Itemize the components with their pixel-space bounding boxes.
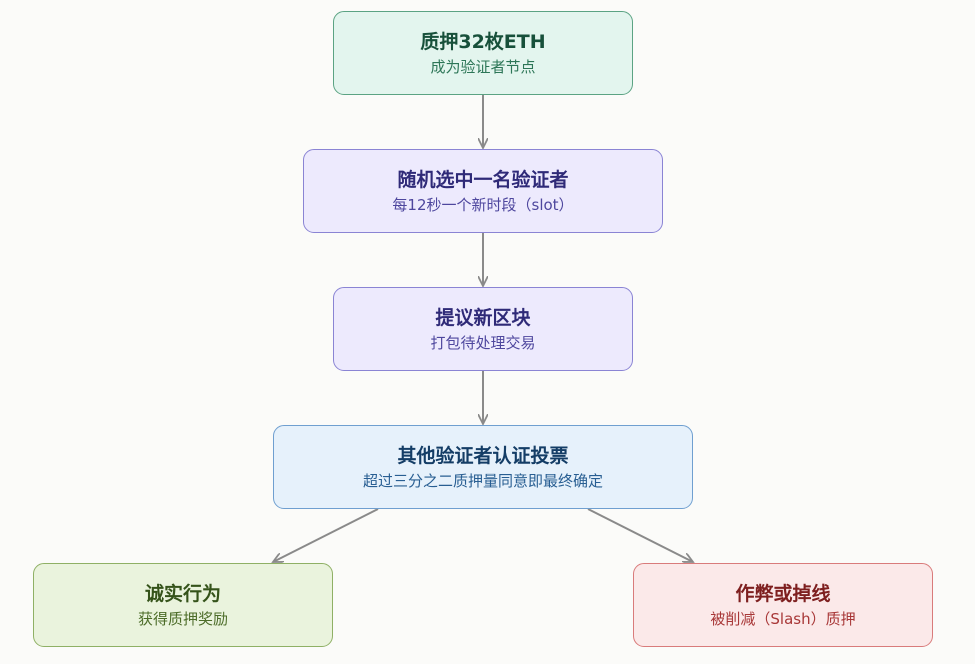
- node-slash-penalty: 作弊或掉线 被削减（Slash）质押: [633, 563, 933, 647]
- node-stake-eth-title: 质押32枚ETH: [420, 30, 546, 53]
- node-attest-vote: 其他验证者认证投票 超过三分之二质押量同意即最终确定: [273, 425, 693, 509]
- node-slash-penalty-title: 作弊或掉线: [735, 582, 831, 605]
- node-stake-eth: 质押32枚ETH 成为验证者节点: [333, 11, 633, 95]
- node-select-validator: 随机选中一名验证者 每12秒一个新时段（slot）: [303, 149, 663, 233]
- node-honest-behavior-subtitle: 获得质押奖励: [137, 609, 228, 628]
- node-attest-vote-subtitle: 超过三分之二质押量同意即最终确定: [362, 471, 603, 490]
- node-propose-block-title: 提议新区块: [435, 306, 531, 329]
- node-attest-vote-title: 其他验证者认证投票: [397, 444, 569, 467]
- node-honest-behavior-title: 诚实行为: [144, 582, 221, 605]
- arrow-attest-to-slash: [587, 508, 693, 562]
- node-honest-behavior: 诚实行为 获得质押奖励: [33, 563, 333, 647]
- node-slash-penalty-subtitle: 被削减（Slash）质押: [710, 609, 856, 628]
- arrow-attest-to-honest: [273, 508, 379, 562]
- node-propose-block: 提议新区块 打包待处理交易: [333, 287, 633, 371]
- node-propose-block-subtitle: 打包待处理交易: [430, 333, 536, 352]
- node-stake-eth-subtitle: 成为验证者节点: [430, 57, 536, 76]
- node-select-validator-subtitle: 每12秒一个新时段（slot）: [392, 195, 574, 214]
- node-select-validator-title: 随机选中一名验证者: [397, 168, 569, 191]
